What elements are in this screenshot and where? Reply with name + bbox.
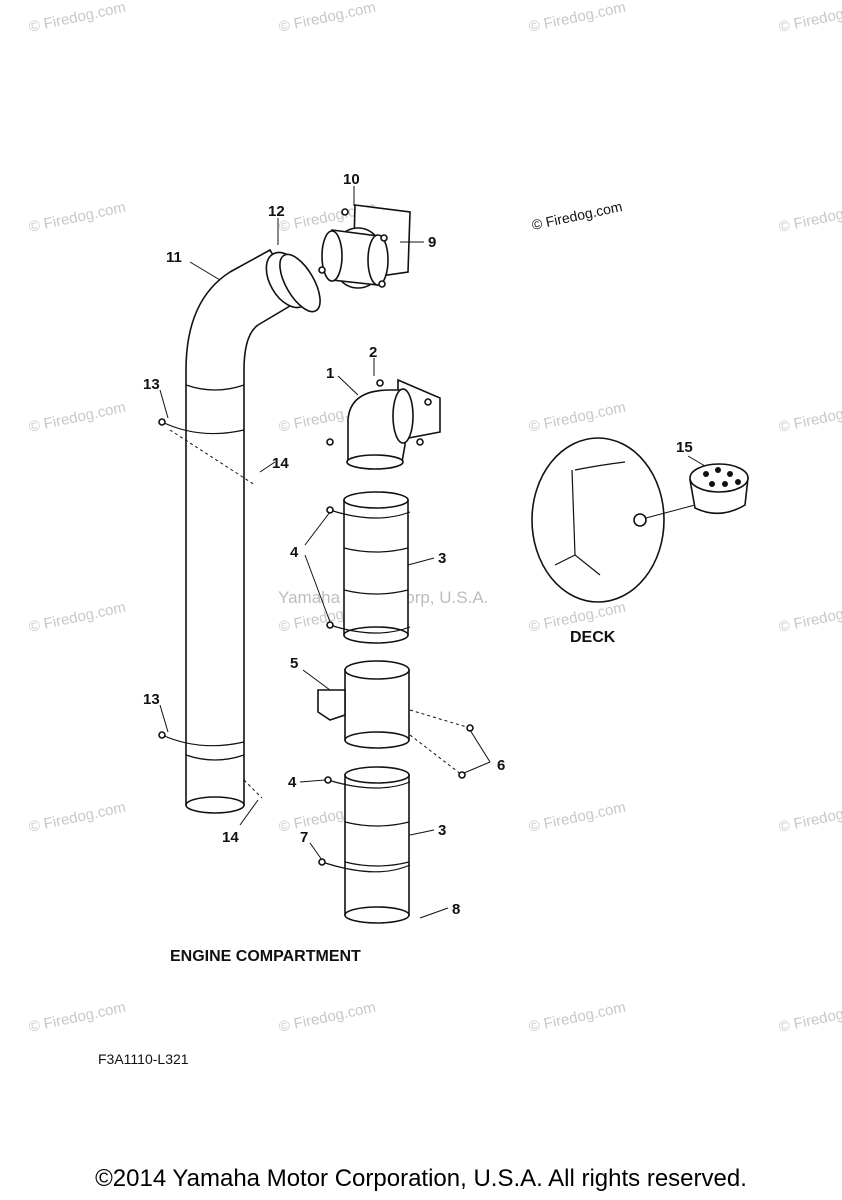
callout-13: 13 <box>143 691 160 708</box>
callout-4: 4 <box>288 774 297 791</box>
part-3-upper-hose <box>326 491 411 644</box>
callout-10: 10 <box>343 171 360 188</box>
engine-compartment-label: ENGINE COMPARTMENT <box>170 948 361 965</box>
watermark-layer: © Firedog.com © Firedog.com © Firedog.co… <box>27 0 842 1036</box>
part-11-duct <box>185 248 321 814</box>
watermark: © Firedog.com <box>527 399 627 436</box>
part-9-vent-cap <box>318 204 411 289</box>
watermark: © Firedog.com <box>527 999 627 1036</box>
deck-inset <box>531 437 696 603</box>
watermark: © Firedog.com <box>277 999 377 1036</box>
deck-label: DECK <box>570 629 616 646</box>
watermark: © Firedog.com <box>777 399 842 436</box>
callout-13: 13 <box>143 376 160 393</box>
watermark: © Firedog.com <box>27 399 127 436</box>
callout-3: 3 <box>438 822 446 839</box>
callout-14: 14 <box>272 455 289 472</box>
part-3-lower-hose <box>318 766 411 924</box>
watermark: © Firedog.com <box>777 199 842 236</box>
part-5-hose-mount <box>317 660 474 779</box>
watermark: © Firedog.com <box>777 799 842 836</box>
watermark: © Firedog.com <box>27 599 127 636</box>
watermark: © Firedog.com <box>27 199 127 236</box>
part-13-clamps <box>158 418 263 799</box>
watermark: © Firedog.com <box>777 599 842 636</box>
watermark: © Firedog.com <box>777 0 842 36</box>
callout-9: 9 <box>428 234 436 251</box>
watermark: © Firedog.com <box>777 999 842 1036</box>
watermark: © Firedog.com <box>27 0 127 36</box>
callout-7: 7 <box>300 829 308 846</box>
callout-8: 8 <box>452 901 460 918</box>
watermark: © Firedog.com <box>527 799 627 836</box>
callout-11: 11 <box>166 249 182 266</box>
watermark: © Firedog.com <box>27 799 127 836</box>
watermark: © Firedog.com <box>277 0 377 36</box>
callouts: 10 12 9 11 2 1 13 14 15 3 4 5 13 6 4 3 1… <box>143 171 693 918</box>
leader-lines <box>159 186 706 919</box>
callout-14: 14 <box>222 829 239 846</box>
diagram-watermark: © Firedog.com <box>530 198 623 233</box>
callout-12: 12 <box>268 203 285 220</box>
diagram-code: F3A1110-L321 <box>98 1051 189 1067</box>
callout-1: 1 <box>326 365 334 382</box>
copyright-footer: ©2014 Yamaha Motor Corporation, U.S.A. A… <box>95 1165 747 1192</box>
watermark: © Firedog.com <box>27 999 127 1036</box>
callout-6: 6 <box>497 757 505 774</box>
part-1-elbow <box>326 378 441 470</box>
callout-2: 2 <box>369 344 377 361</box>
callout-4: 4 <box>290 544 299 561</box>
callout-5: 5 <box>290 655 298 672</box>
part-15-vent-grille <box>689 463 749 515</box>
watermark: © Firedog.com <box>527 0 627 36</box>
callout-3: 3 <box>438 550 446 567</box>
callout-15: 15 <box>676 439 693 456</box>
